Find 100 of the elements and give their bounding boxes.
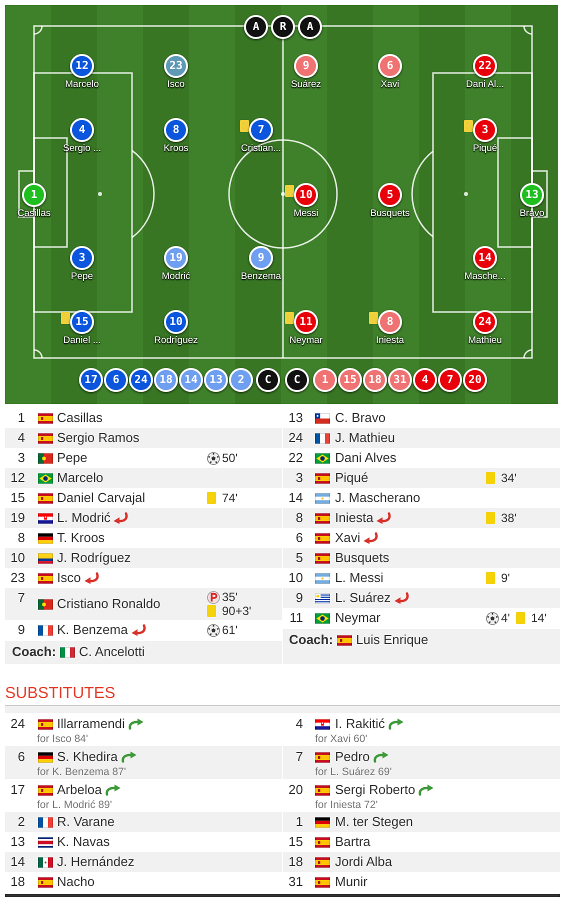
shirt-number: 9 — [18, 622, 25, 638]
substitution-note: for L. Suárez 69' — [315, 766, 392, 778]
player-name: Iniesta — [376, 335, 404, 347]
player-name: L. Suárez — [335, 590, 391, 606]
player-name: Xavi — [335, 530, 360, 546]
player-name: Illarramendi — [57, 716, 125, 732]
player-name: Isco — [167, 79, 185, 91]
substitution-note: for Isco 84' — [37, 732, 88, 746]
player-name: Marcelo — [65, 79, 99, 91]
shirt-number: 17 — [10, 782, 25, 798]
shirt-number: 15 — [10, 490, 25, 506]
player-name: Masche... — [464, 271, 506, 283]
player-name: J. Rodríguez — [57, 550, 131, 566]
shirt-number: 18 — [288, 854, 303, 870]
player-name: Marcelo — [57, 470, 104, 486]
event-minute: 38' — [501, 510, 517, 526]
shirt-number: 6 — [18, 749, 25, 765]
player-name: Isco — [57, 570, 81, 586]
player-name: I. Rakitić — [335, 716, 385, 732]
coach-name: C. Ancelotti — [79, 644, 145, 660]
substitution-note: for Iniesta 72' — [315, 798, 378, 812]
coach-name: Luis Enrique — [356, 632, 428, 648]
shirt-number: 31 — [288, 874, 303, 890]
shirt-number: 3 — [18, 450, 25, 466]
substitution-note: for L. Modrić 89' — [37, 798, 112, 812]
player-name: Pedro — [335, 749, 370, 765]
player-name: Xavi — [380, 79, 400, 91]
shirt-number: 9 — [296, 590, 303, 606]
event-minute: 34' — [501, 470, 517, 486]
player-name: M. ter Stegen — [335, 814, 414, 830]
player-name: Cristiano Ronaldo — [57, 596, 160, 612]
shirt-number: 13 — [288, 410, 303, 426]
player-name: Sergi Roberto — [335, 782, 416, 798]
player-name: Neymar — [289, 335, 323, 347]
shirt-number: 14 — [288, 490, 303, 506]
event-minute: 74' — [222, 490, 238, 506]
event-minute: 14' — [531, 610, 547, 626]
coach-label: Coach: — [289, 632, 334, 648]
player-name: Suárez — [290, 79, 322, 91]
player-name: Neymar — [335, 610, 381, 626]
shirt-number: 4 — [18, 430, 25, 446]
section-heading: SUBSTITUTES — [5, 684, 116, 704]
player-name: Iniesta — [335, 510, 374, 526]
player-name: Modrić — [162, 271, 190, 283]
player-name: Rodríguez — [154, 335, 198, 347]
player-name: Casillas — [57, 410, 103, 426]
player-name: Messi — [294, 208, 318, 220]
player-name: Dani Alves — [335, 450, 396, 466]
shirt-number: 10 — [10, 550, 25, 566]
player-name: L. Messi — [335, 570, 384, 586]
player-name: J. Mascherano — [335, 490, 420, 506]
player-name: K. Benzema — [57, 622, 128, 638]
player-name: Jordi Alba — [335, 854, 392, 870]
player-name: Bartra — [335, 834, 370, 850]
substitution-note: for Xavi 60' — [315, 732, 368, 746]
shirt-number: 1 — [18, 410, 25, 426]
event-minute: 61' — [222, 622, 238, 638]
shirt-number: 14 — [10, 854, 25, 870]
player-name: Daniel Carvajal — [57, 490, 146, 506]
event-minute: 35' — [222, 589, 238, 605]
player-name: Daniel ... — [63, 335, 101, 347]
shirt-number: 3 — [296, 470, 303, 486]
shirt-number: 20 — [288, 782, 303, 798]
substitution-note: for K. Benzema 87' — [37, 766, 126, 778]
shirt-number: 19 — [10, 510, 25, 526]
player-name: Mathieu — [468, 335, 502, 347]
event-minute: 4' — [501, 610, 510, 626]
player-name: Dani Al... — [466, 79, 504, 91]
player-name: K. Navas — [57, 834, 110, 850]
shirt-number: 6 — [296, 530, 303, 546]
shirt-number: 22 — [288, 450, 303, 466]
player-name: J. Hernández — [57, 854, 134, 870]
player-name: R. Varane — [57, 814, 115, 830]
shirt-number: 2 — [18, 814, 25, 830]
player-name: Arbeloa — [57, 782, 102, 798]
player-name: Pepe — [70, 271, 94, 283]
shirt-number: 15 — [288, 834, 303, 850]
player-name: Busquets — [370, 208, 410, 220]
event-minute: 9' — [501, 570, 510, 586]
shirt-number: 8 — [296, 510, 303, 526]
player-name: Piqué — [472, 143, 498, 155]
event-minute: 90+3' — [222, 603, 252, 619]
shirt-number: 1 — [296, 814, 303, 830]
player-name: Pepe — [57, 450, 88, 466]
shirt-number: 8 — [18, 530, 25, 546]
shirt-number: 7 — [296, 749, 303, 765]
player-name: Munir — [335, 874, 368, 890]
player-name: Benzema — [240, 271, 282, 283]
shirt-number: 24 — [10, 716, 25, 732]
shirt-number: 10 — [288, 570, 303, 586]
player-name: Sergio Ramos — [57, 430, 140, 446]
player-name: Kroos — [164, 143, 188, 155]
event-minute: 50' — [222, 450, 238, 466]
player-name: J. Mathieu — [335, 430, 395, 446]
shirt-number: 5 — [296, 550, 303, 566]
shirt-number: 12 — [10, 470, 25, 486]
shirt-number: 13 — [10, 834, 25, 850]
player-name: C. Bravo — [335, 410, 386, 426]
shirt-number: 24 — [288, 430, 303, 446]
player-name: Nacho — [57, 874, 95, 890]
